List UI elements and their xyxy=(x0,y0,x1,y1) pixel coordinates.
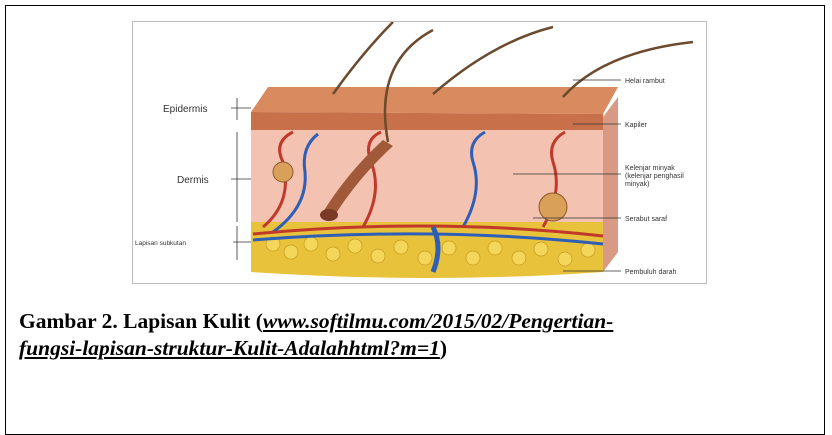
label-darah: Pembuluh darah xyxy=(625,269,676,276)
label-saraf: Serabut saraf xyxy=(625,216,667,223)
figure-caption: Gambar 2. Lapisan Kulit (www.softilmu.co… xyxy=(19,308,819,362)
label-rambut: Helai rambut xyxy=(625,78,665,85)
source-link-line-1: www.softilmu.com/2015/02/Pengertian- xyxy=(263,309,613,333)
source-link-line-2: fungsi-lapisan-struktur-Kulit-Adalahhtml… xyxy=(19,336,440,360)
label-minyak-1: Kelenjar minyak xyxy=(625,165,675,172)
skin-layers-illustration: Epidermis Dermis Lapisan subkutan Helai … xyxy=(132,21,707,284)
side-face xyxy=(603,97,618,272)
label-epidermis: Epidermis xyxy=(163,104,207,115)
epidermis-top xyxy=(251,87,618,114)
oil-gland xyxy=(539,193,567,221)
label-minyak-3: minyak) xyxy=(625,181,650,188)
label-minyak-2: (kelenjar penghasil xyxy=(625,173,684,180)
page-frame: Epidermis Dermis Lapisan subkutan Helai … xyxy=(5,5,825,435)
caption-suffix: ) xyxy=(440,336,447,360)
label-dermis: Dermis xyxy=(177,175,209,186)
epidermis-layer xyxy=(251,112,603,130)
caption-prefix: Gambar 2. Lapisan Kulit ( xyxy=(19,309,263,333)
label-kapiler: Kapiler xyxy=(625,122,647,129)
skin-diagram: Epidermis Dermis Lapisan subkutan Helai … xyxy=(133,22,706,283)
label-subcutan: Lapisan subkutan xyxy=(135,240,186,247)
